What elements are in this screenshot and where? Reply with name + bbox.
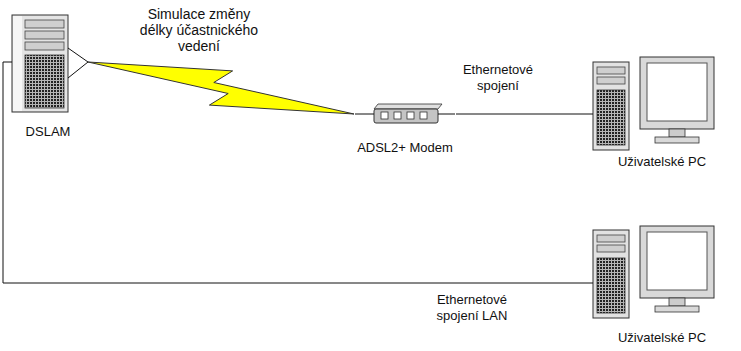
dslam-server-icon: [8, 15, 88, 112]
adsl-modem-icon: [355, 104, 455, 123]
node-label: Uživatelské PC: [618, 154, 706, 170]
connection-label: Ethernetové spojení: [448, 62, 548, 94]
connection-label: Ethernetové spojení LAN: [420, 292, 524, 324]
lightning-connector: [88, 62, 354, 114]
pc-node: Uživatelské PC: [588, 52, 736, 170]
connection-label: Simulace změny délky účastnického vedení: [130, 6, 268, 54]
node-label: Uživatelské PC: [618, 330, 706, 346]
ethernet-line: [456, 114, 588, 115]
dslam-node: DSLAM: [8, 12, 88, 140]
modem-node: ADSL2+ Modem: [354, 100, 456, 156]
pc-node: Uživatelské PC: [588, 222, 736, 346]
node-label: DSLAM: [26, 124, 71, 140]
node-label: ADSL2+ Modem: [357, 140, 453, 156]
user-pc-icon: [588, 57, 714, 150]
user-pc-icon: [588, 226, 714, 318]
ethernet-line: [3, 62, 588, 283]
